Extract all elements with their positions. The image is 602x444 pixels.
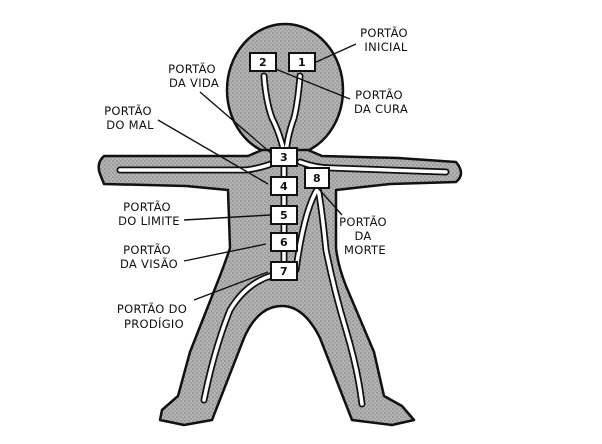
gate-box-8: 8	[304, 167, 330, 189]
gate-8-number: 8	[313, 172, 321, 185]
gate-6-label: PORTÃO DA VISÃO	[120, 242, 178, 271]
head-shape	[225, 22, 345, 158]
leader-gate-4	[157, 119, 269, 185]
gate-box-7: 7	[270, 261, 298, 281]
gate-box-6: 6	[270, 232, 298, 252]
leader-gate-1	[313, 43, 357, 64]
leader-gate-7	[193, 271, 269, 301]
gate-7-number: 7	[280, 265, 288, 278]
torso-shape	[97, 148, 463, 427]
gate-box-4: 4	[270, 176, 298, 196]
gate-6-number: 6	[280, 236, 288, 249]
gate-5-number: 5	[280, 209, 288, 222]
leader-gate-8	[317, 187, 343, 216]
gate-5-label: PORTÃO DO LIMITE	[118, 199, 180, 228]
gate-7-label: PORTÃO DO PRODÍGIO	[117, 301, 191, 331]
gate-8-label: PORTÃO DA MORTE	[339, 214, 391, 257]
gate-labels: PORTÃO INICIAL PORTÃO DA CURA PORTÃO DA …	[104, 25, 412, 331]
gate-box-1: 1	[288, 52, 316, 72]
leader-gate-3	[199, 91, 273, 155]
leader-lines	[157, 43, 357, 301]
gate-3-number: 3	[280, 151, 288, 164]
gate-1-number: 1	[298, 56, 306, 69]
gate-box-3: 3	[270, 147, 298, 167]
leader-gate-5	[183, 214, 271, 221]
gate-2-label: PORTÃO DA CURA	[354, 87, 408, 116]
leader-gate-2	[267, 65, 351, 100]
chakra-channels	[116, 72, 450, 408]
gate-box-5: 5	[270, 205, 298, 225]
gate-3-label: PORTÃO DA VIDA	[168, 61, 220, 90]
gate-2-number: 2	[259, 56, 267, 69]
gate-box-2: 2	[249, 52, 277, 72]
gate-4-label: PORTÃO DO MAL	[104, 103, 156, 132]
gate-4-number: 4	[280, 180, 288, 193]
gate-boxes: 1 2 3 4 5 6 7 8	[249, 52, 330, 281]
gate-1-label: PORTÃO INICIAL	[360, 25, 412, 54]
leader-gate-6	[183, 243, 267, 262]
